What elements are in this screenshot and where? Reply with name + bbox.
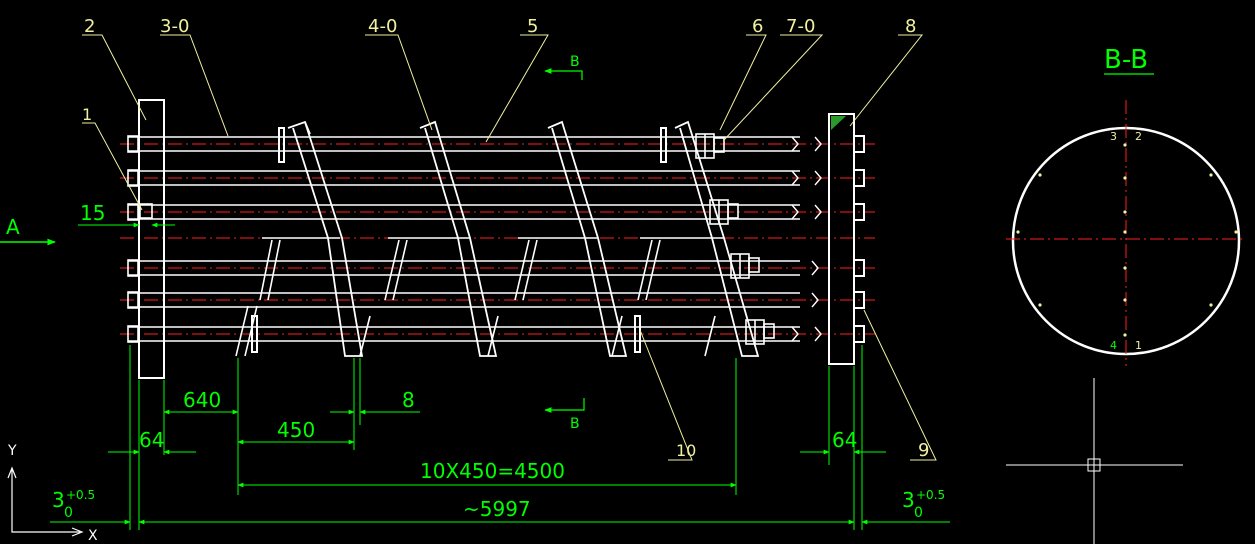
- tol-left-sub: 0: [64, 505, 73, 521]
- callout-label: 5: [527, 16, 538, 37]
- callout-label: 7-0: [786, 16, 815, 37]
- callout-label: 1: [82, 105, 92, 124]
- callout-label: 8: [905, 16, 916, 37]
- section-mark-top: B: [570, 54, 580, 70]
- tie-rod-nuts: [695, 133, 775, 345]
- dim-15: 15: [80, 201, 105, 225]
- tol-left-base: 3: [52, 488, 65, 512]
- left-tubesheet: [138, 99, 165, 379]
- tol-right-sup: +0.5: [916, 488, 945, 502]
- dim-64-left: 64: [139, 428, 164, 452]
- section-number: 3: [1110, 130, 1117, 143]
- dim-450: 450: [277, 418, 315, 442]
- main-elevation-view: 1 2 3-0 4-0 5 6 7-0 8 9 10: [82, 16, 937, 461]
- callout-label: 9: [918, 440, 929, 461]
- section-mark-bottom: B: [570, 416, 580, 432]
- cursor-crosshair: [1006, 378, 1183, 544]
- spacer-bars: [251, 127, 667, 353]
- dim-pitch: 10X450=4500: [420, 459, 565, 483]
- section-number: 2: [1135, 130, 1142, 143]
- callout-leaders: [82, 34, 937, 461]
- dimension-lines: [50, 222, 950, 530]
- callout-label: 4-0: [368, 16, 397, 37]
- ucs-y-label: Y: [7, 443, 17, 459]
- section-view-title: B-B: [1104, 45, 1148, 75]
- section-view-b-b: B-B 3 2 4 1: [1006, 45, 1246, 366]
- helical-baffle-strips: [287, 120, 760, 357]
- right-tubesheet: [828, 113, 865, 365]
- rod-holes: [1016, 143, 1238, 337]
- callout-label: 6: [752, 16, 763, 37]
- dim-total: ~5997: [463, 497, 531, 521]
- weld-mark: [831, 116, 846, 130]
- tube-break-marks: [791, 136, 822, 342]
- dim-8: 8: [402, 388, 415, 412]
- baffle-chords: [235, 237, 724, 357]
- dim-640: 640: [183, 388, 221, 412]
- callout-label: 3-0: [160, 16, 189, 37]
- tol-right-base: 3: [902, 488, 915, 512]
- section-marks: B B A: [0, 54, 585, 432]
- ucs-x-label: X: [88, 528, 98, 544]
- ucs-icon: [7, 466, 84, 537]
- dim-64-right: 64: [832, 428, 857, 452]
- callout-label: 10: [676, 441, 696, 460]
- heat-exchange-tubes: [128, 136, 800, 342]
- tol-left-sup: +0.5: [66, 488, 95, 502]
- tol-right-sub: 0: [914, 505, 923, 521]
- callout-label: 2: [84, 16, 95, 37]
- tube-centerlines: [120, 143, 875, 335]
- dimension-texts: 15 640 450 8 64 64 10X450=4500 ~5997 3 0…: [52, 201, 945, 521]
- section-number: 1: [1135, 339, 1142, 352]
- section-number: 4: [1110, 339, 1117, 352]
- view-arrow-label: A: [6, 215, 20, 239]
